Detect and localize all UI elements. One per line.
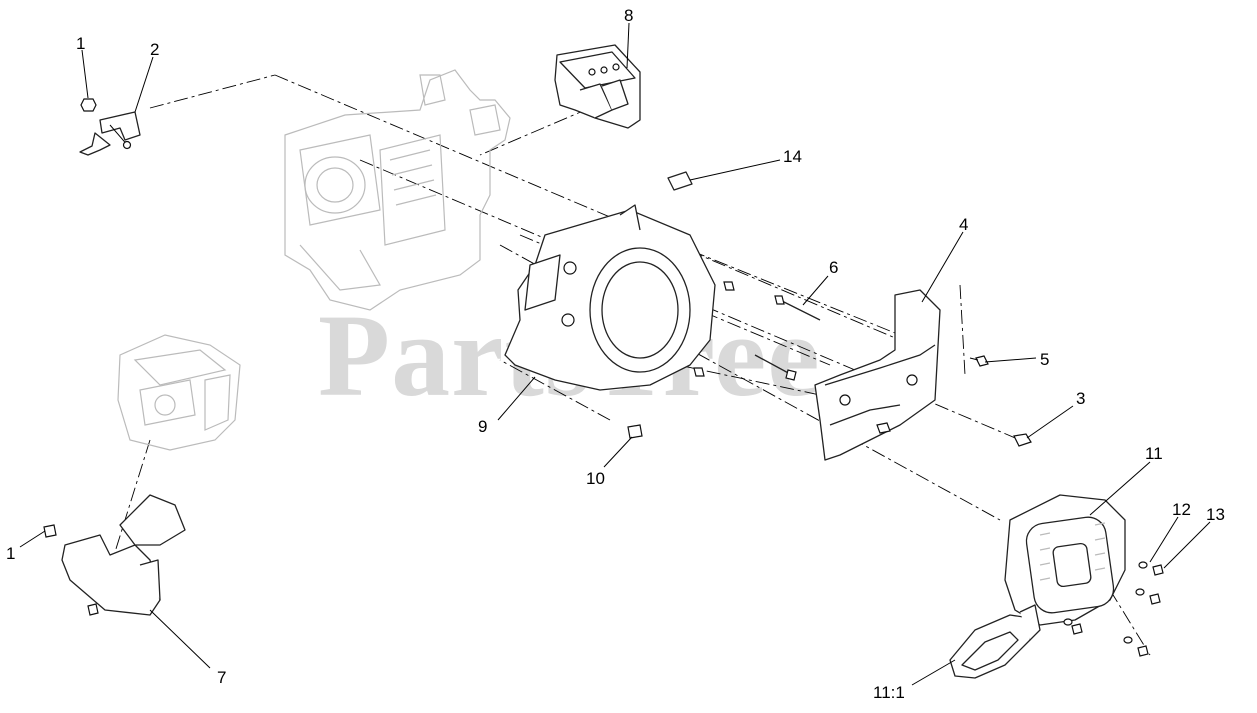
part-14-pad <box>667 171 693 191</box>
callout-8: 8 <box>624 6 633 25</box>
callout-5: 5 <box>1040 350 1049 369</box>
callout-12: 12 <box>1172 500 1191 519</box>
part-7-shield <box>61 494 186 616</box>
callout-6: 6 <box>829 258 838 277</box>
cylinder-head <box>117 334 241 451</box>
part-1-bolt-top <box>80 98 97 112</box>
part-1-bolt-bottom <box>43 524 57 538</box>
part-2-bracket <box>79 111 141 156</box>
leader-lines <box>19 22 1211 686</box>
part-9-blower-housing <box>504 204 716 391</box>
callout-4: 4 <box>959 215 968 234</box>
part-10-bolt <box>627 424 643 439</box>
callout-13: 13 <box>1206 505 1225 524</box>
callout-10: 10 <box>586 469 605 488</box>
part-3-nut <box>1013 433 1032 447</box>
part-4-shroud <box>814 289 941 461</box>
part-8-deflector <box>554 44 641 129</box>
callout-7: 7 <box>217 668 226 687</box>
callout-14: 14 <box>783 147 802 166</box>
part-12-13-washers-bolts <box>1063 561 1164 657</box>
engine-block <box>284 69 511 311</box>
part-5-bolt <box>969 355 989 367</box>
callout-11-1: 11:1 <box>873 683 905 702</box>
callout-labels: 1 2 8 14 4 6 5 3 9 10 11 12 13 1 7 11:1 <box>6 6 1225 702</box>
callout-1-bottom: 1 <box>6 544 15 563</box>
callout-9: 9 <box>478 417 487 436</box>
part-11-1-handle <box>949 604 1041 679</box>
part-11-recoil-starter <box>1004 494 1126 626</box>
callout-2: 2 <box>150 40 159 59</box>
callout-11: 11 <box>1145 444 1163 463</box>
callout-1-top: 1 <box>76 34 85 53</box>
part-6-long-bolts <box>693 281 821 381</box>
callout-3: 3 <box>1076 389 1085 408</box>
